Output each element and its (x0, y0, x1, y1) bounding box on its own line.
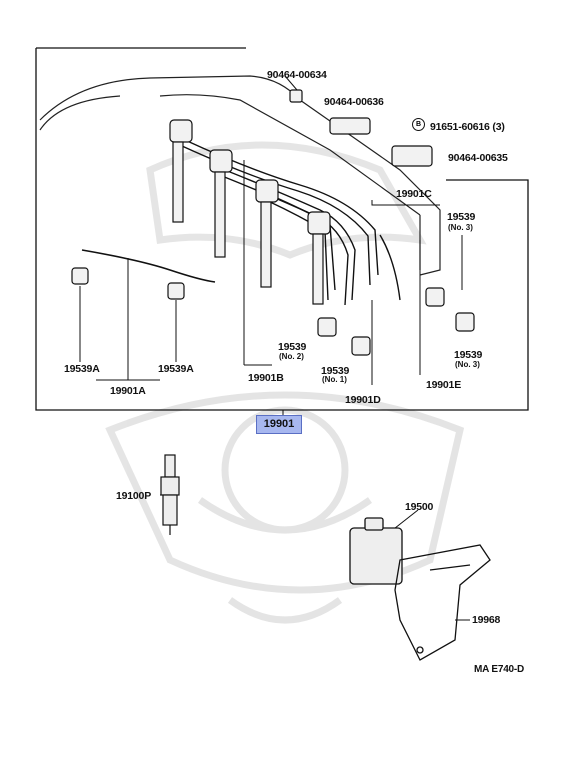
label-19539-no3-top-sub: (No. 3) (448, 223, 473, 232)
coil-bracket (394, 544, 491, 661)
small-boots (71, 89, 475, 356)
label-90464-00635: 90464-00635 (448, 152, 508, 164)
diagram-code: MA E740-D (474, 664, 525, 675)
label-19901c: 19901C (396, 188, 432, 200)
label-19539-no2-sub: (No. 2) (279, 352, 304, 361)
label-19539-no1: 19539 (321, 365, 350, 377)
label-19539-no3-top: 19539 (447, 211, 476, 223)
ignition-coil (349, 517, 403, 585)
label-19901d: 19901D (345, 394, 381, 406)
label-19901e: 19901E (426, 379, 462, 391)
label-19901b: 19901B (248, 372, 284, 384)
label-19901-highlighted[interactable]: 19901 (256, 415, 302, 434)
leader-lines (79, 75, 470, 621)
label-91651-60616: 91651-60616 (3) (430, 121, 505, 133)
circled-b-marker: B (412, 118, 425, 131)
label-90464-00636: 90464-00636 (324, 96, 384, 108)
label-19968: 19968 (472, 614, 501, 626)
label-19901a: 19901A (110, 385, 146, 397)
watermark-emblem (105, 141, 465, 624)
ignition-boots (169, 119, 331, 305)
label-90464-00634: 90464-00634 (267, 69, 327, 81)
assembly-frame (35, 47, 529, 411)
label-19500: 19500 (405, 501, 434, 513)
label-19539a-left: 19539A (64, 363, 100, 375)
label-19539-no3-low: 19539 (454, 349, 483, 361)
label-19539a-right: 19539A (158, 363, 194, 375)
label-19539-no2: 19539 (278, 341, 307, 353)
label-19539-no3-low-sub: (No. 3) (455, 360, 480, 369)
spark-plug (160, 454, 180, 535)
label-19100p: 19100P (116, 490, 152, 502)
wire-19901a (81, 249, 216, 283)
label-19539-no1-sub: (No. 1) (322, 375, 347, 384)
